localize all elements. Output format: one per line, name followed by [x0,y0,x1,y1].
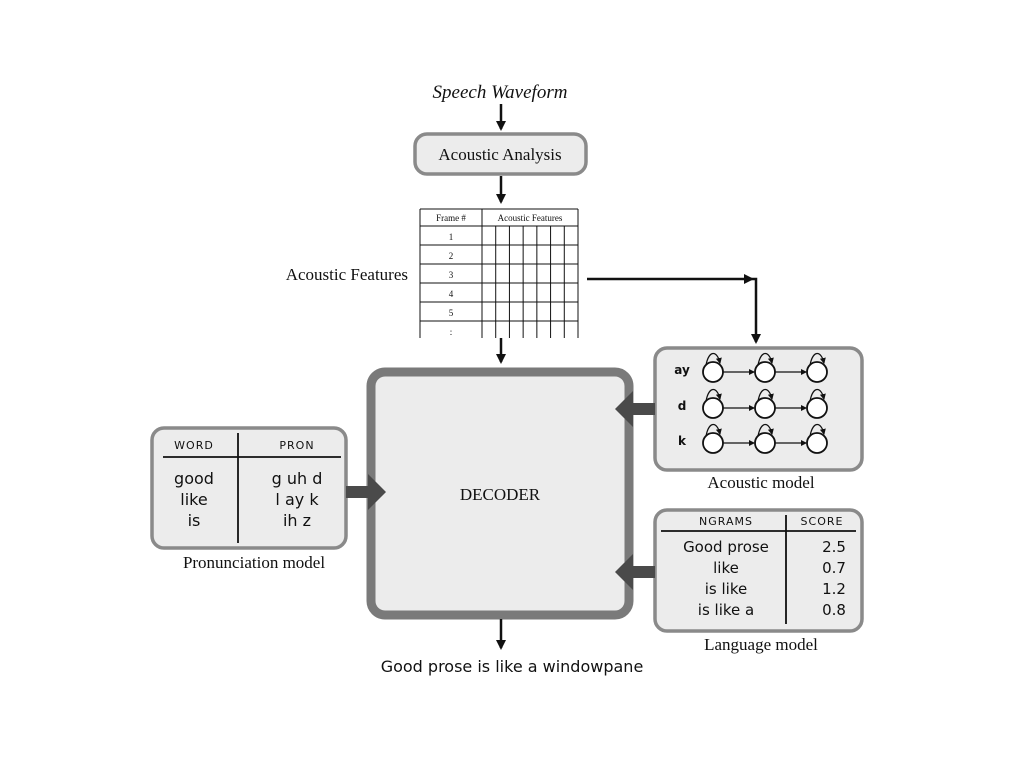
ngrams-header: NGRAMS [699,515,753,528]
language-model-to-decoder-arrow [615,554,655,590]
word-header: WORD [174,439,214,452]
pron-value-like: l ay k [275,490,319,509]
pronunciation-to-decoder-arrow [346,474,386,510]
pronunciation-model-caption: Pronunciation model [183,553,325,572]
decoder-box: DECODER [366,367,634,620]
phone-label-k: k [678,434,687,448]
hmm-self-loop [809,423,826,437]
score-good-prose: 2.5 [822,538,846,556]
score-like: 0.7 [822,559,846,577]
hmm-self-loop [757,352,774,366]
hmm-state [702,397,724,419]
frame-number: 1 [449,232,454,242]
acoustic-model-caption: Acoustic model [707,473,814,492]
hmm-state [754,361,776,383]
acoustic-features-header: Acoustic Features [498,213,563,223]
acoustic-analysis-label: Acoustic Analysis [438,145,561,164]
frame-number: 4 [449,289,454,299]
frame-number: 5 [449,308,454,318]
pron-value-is: ih z [283,511,311,530]
frame-number: : [450,327,453,337]
acoustic-features-label: Acoustic Features [286,265,408,284]
acoustic-model-box: ay d k [653,346,864,472]
hmm-rows: ay d k [674,352,828,454]
output-sentence: Good prose is like a windowpane [381,657,644,676]
pron-header: PRON [279,439,314,452]
acoustic-model-to-decoder-arrow [615,391,655,427]
hmm-self-loop [757,388,774,402]
score-is-like: 1.2 [822,580,846,598]
pron-word-like: like [180,490,207,509]
hmm-self-loop [705,423,722,437]
phone-label-d: d [678,399,687,413]
pronunciation-model-box: WORD PRON good g uh d like l ay k is ih … [150,426,348,550]
frame-number: 3 [449,270,454,280]
ngram-is-like: is like [705,580,747,598]
ngram-is-like-a: is like a [698,601,754,619]
feature-table: Frame # Acoustic Features 1 2 3 4 5: [419,208,579,338]
acoustic-analysis-box: Acoustic Analysis [413,132,588,176]
score-is-like-a: 0.8 [822,601,846,619]
decoder-label: DECODER [460,485,541,504]
speech-waveform-label: Speech Waveform [433,82,568,103]
phone-label-ay: ay [674,363,690,377]
pron-word-good: good [174,469,214,488]
hmm-self-loop [809,388,826,402]
hmm-state [806,397,828,419]
score-header: SCORE [801,515,844,528]
ngram-like: like [713,559,739,577]
features-to-acoustic-model-arrow [587,277,761,344]
pron-value-good: g uh d [272,469,323,488]
pron-word-is: is [188,511,201,530]
language-model-box: NGRAMS SCORE Good prose 2.5 like 0.7 is … [653,508,864,633]
hmm-self-loop [705,388,722,402]
hmm-state [702,432,724,454]
language-model-caption: Language model [704,635,818,654]
feature-grid: 1 2 3 4 5: [420,225,578,338]
frame-number: 2 [449,251,454,261]
hmm-state [806,361,828,383]
hmm-state [806,432,828,454]
hmm-self-loop [705,352,722,366]
hmm-state [754,432,776,454]
hmm-state [754,397,776,419]
hmm-state [702,361,724,383]
hmm-self-loop [809,352,826,366]
hmm-self-loop [757,423,774,437]
frame-number-header: Frame # [436,213,466,223]
ngram-good-prose: Good prose [683,538,769,556]
